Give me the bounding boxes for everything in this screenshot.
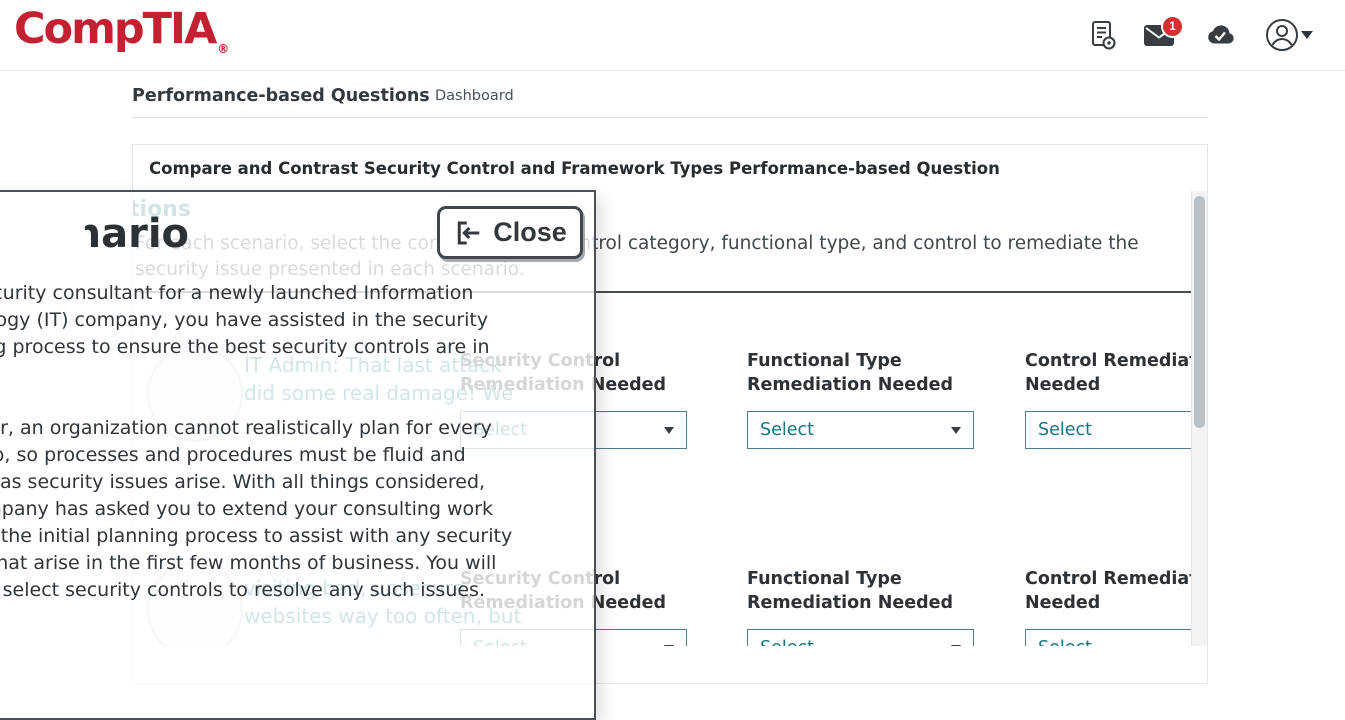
content-divider (135, 291, 1191, 293)
chevron-down-icon (664, 644, 674, 646)
close-button-label: Close (493, 217, 567, 247)
header-icon-group: 1 (1090, 0, 1313, 70)
page-title: Performance-based Questions (132, 86, 430, 106)
functional-type-select-1[interactable]: Select (747, 411, 974, 449)
cloud-icon[interactable] (1202, 23, 1238, 48)
breadcrumb-divider (132, 117, 1208, 118)
close-icon (457, 221, 480, 244)
scenario-modal: Scenario Close As a security consultant … (0, 190, 596, 720)
select-value: Select (760, 420, 814, 440)
chevron-down-icon (951, 644, 961, 646)
comptia-logo[interactable]: CompTIA® (14, 4, 230, 56)
control-remediation-select-2[interactable]: Select (1025, 629, 1191, 646)
scenario-text: As a security consultant for a newly lau… (0, 280, 584, 604)
functional-type-select-2[interactable]: Select (747, 629, 974, 646)
top-header: CompTIA® 1 (0, 0, 1345, 71)
select-value: Select (1038, 420, 1092, 440)
modal-title: Scenario (85, 211, 190, 257)
registered-mark: ® (217, 42, 230, 56)
mail-icon[interactable]: 1 (1143, 15, 1184, 47)
close-button[interactable]: Close (437, 206, 583, 259)
card-title: Compare and Contrast Security Control an… (149, 159, 1000, 178)
chevron-down-icon (664, 426, 674, 434)
dashboard-link[interactable]: Dashboard (435, 88, 514, 104)
scrollbar-thumb[interactable] (1194, 196, 1205, 428)
chevron-down-icon (951, 426, 961, 434)
mail-badge: 1 (1161, 15, 1184, 38)
select-value: Select (1038, 638, 1092, 646)
survey-icon[interactable] (1090, 20, 1116, 50)
scenario-paragraph-2: However, an organization cannot realisti… (0, 417, 513, 601)
scenario-paragraph-1: As a security consultant for a newly lau… (0, 282, 490, 358)
logo-text: CompTIA (14, 4, 217, 54)
select-value: Select (760, 638, 814, 646)
control-remediation-select-1[interactable]: Select (1025, 411, 1191, 449)
caret-down-icon (1301, 31, 1313, 39)
account-icon[interactable] (1265, 18, 1313, 52)
modal-title-wrap: Scenario (85, 211, 191, 259)
vertical-scrollbar[interactable] (1191, 191, 1207, 646)
